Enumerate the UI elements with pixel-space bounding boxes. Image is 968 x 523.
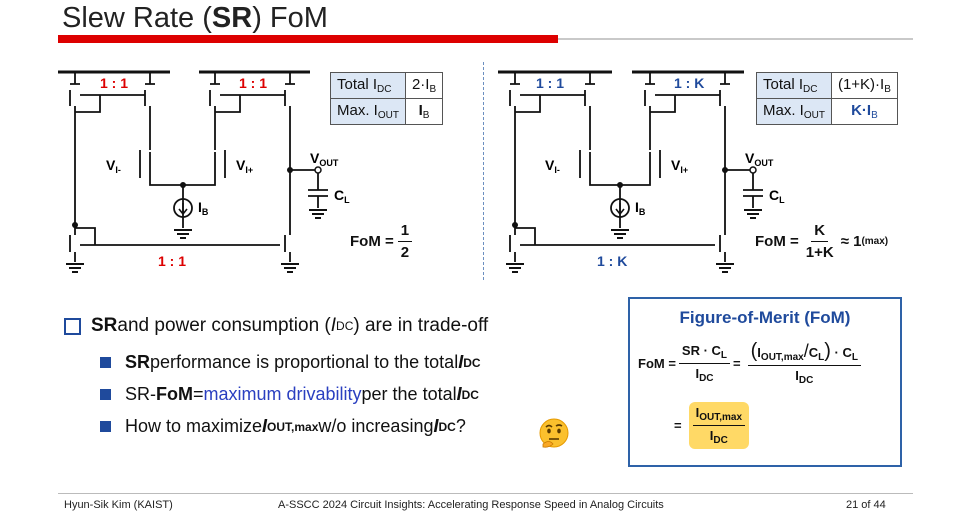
fom-f2-num-a: I (757, 345, 761, 360)
ratio-label: 1 : 1 (239, 75, 267, 91)
table-value: IB (404, 98, 444, 125)
fom-f1-denominator: I (695, 365, 700, 381)
vout-sub: OUT (319, 158, 339, 168)
vin-minus-label: V (545, 157, 555, 173)
fom-f2-num-b: C (808, 345, 819, 360)
square-bullet-icon (100, 389, 111, 400)
footer-author: Hyun-Sik Kim (KAIST) (64, 499, 173, 511)
fom-highlight: IOUT,max IDC (688, 402, 750, 449)
cl-sub: L (344, 195, 350, 205)
vin-plus-sub: I+ (245, 165, 253, 175)
left-current-table: Total IDC 2·IB Max. IOUT IB (330, 72, 444, 125)
table-value: K·IB (830, 98, 898, 125)
title-underline-gray (558, 38, 913, 40)
circuit-schematics: 1 : 1 1 : 1 1 : 1 VI- VI+ IB VOUT CL 1 :… (58, 70, 785, 273)
fom-label: FoM = (755, 233, 799, 250)
table-label: Max. IOUT (330, 98, 406, 125)
vin-minus-label: V (106, 157, 116, 173)
fom-eq-label: FoM = (638, 355, 676, 371)
bullet-sub-1: SR performance is proportional to the to… (100, 352, 481, 373)
svg-text:CL: CL (769, 187, 785, 205)
square-bullet-icon (100, 357, 111, 368)
ib-sub: B (202, 207, 209, 217)
svg-text:IB: IB (635, 199, 646, 217)
vin-minus-sub: I- (554, 165, 560, 175)
fom-f2-num-c: · C (834, 345, 852, 360)
slide-title: Slew Rate (SR) FoM (62, 2, 328, 34)
table-label: Total IDC (330, 72, 406, 99)
ib-label: I (635, 199, 639, 215)
ib-sub: B (639, 207, 646, 217)
svg-text:VOUT: VOUT (310, 150, 339, 168)
ratio-label: 1 : 1 (100, 75, 128, 91)
fom-numerator: 1 (397, 222, 413, 242)
fom-numerator: K (811, 222, 829, 242)
svg-text:VOUT: VOUT (745, 150, 774, 168)
vout-sub: OUT (754, 158, 774, 168)
footer-divider (58, 493, 913, 494)
square-bullet-icon (100, 421, 111, 432)
svg-text:VI-: VI- (545, 157, 560, 175)
fom-label: FoM = (350, 233, 394, 250)
fom-simplified-row: = IOUT,max IDC (674, 402, 750, 449)
vout-label: V (310, 150, 320, 166)
ratio-label: 1 : K (597, 253, 627, 269)
checkbox-bullet-icon (64, 317, 81, 335)
vout-label: V (745, 150, 755, 166)
bullet-sub-2: SR-FoM = maximum drivability per the tot… (100, 384, 479, 405)
footer-event: A-SSCC 2024 Circuit Insights: Accelerati… (278, 499, 664, 511)
svg-text:VI+: VI+ (671, 157, 688, 175)
footer-page-number: 21 of 44 (846, 499, 886, 511)
ib-label: I (198, 199, 202, 215)
cl-sub: L (779, 195, 785, 205)
fom-denominator: 1+K (805, 244, 834, 261)
vin-plus-label: V (236, 157, 246, 173)
table-label: Max. IOUT (756, 98, 832, 125)
ratio-label: 1 : 1 (536, 75, 564, 91)
cl-label: C (334, 187, 344, 203)
vin-minus-sub: I- (115, 165, 121, 175)
vin-plus-sub: I+ (680, 165, 688, 175)
ratio-label: 1 : K (674, 75, 704, 91)
fom-definition-box (628, 297, 902, 467)
fom-f3-numerator: I (695, 405, 700, 420)
right-current-table: Total IDC (1+K)·IB Max. IOUT K·IB (756, 72, 898, 125)
table-value: (1+K)·IB (830, 72, 898, 99)
title-underline-red (58, 35, 558, 43)
cl-label: C (769, 187, 779, 203)
thinking-face-icon (539, 418, 569, 448)
fom-box-title: Figure-of-Merit (FoM) (679, 308, 851, 327)
fom-approx-sub: (max) (861, 236, 889, 247)
svg-text:CL: CL (334, 187, 350, 205)
table-label: Total IDC (756, 72, 832, 99)
left-fom-equation: FoM = 1 2 (350, 222, 413, 261)
circuit-divider (483, 62, 485, 280)
fom-equation-row: FoM = SR · CL IDC = (IOUT,max/CL) · CL I… (638, 340, 861, 386)
ratio-label: 1 : 1 (158, 253, 186, 269)
fom-f1-numerator: SR · C (681, 342, 721, 358)
vin-plus-label: V (671, 157, 681, 173)
fom-approx: ≈ 1 (840, 233, 862, 250)
fom-f3-denominator: I (709, 428, 714, 443)
right-fom-equation: FoM = K 1+K ≈ 1(max) (755, 222, 888, 261)
svg-text:IB: IB (198, 199, 209, 217)
table-value: 2·IB (404, 72, 444, 99)
fom-denominator: 2 (400, 244, 410, 261)
svg-text:VI-: VI- (106, 157, 121, 175)
svg-text:VI+: VI+ (236, 157, 253, 175)
fom-f2-denominator: I (795, 368, 799, 383)
